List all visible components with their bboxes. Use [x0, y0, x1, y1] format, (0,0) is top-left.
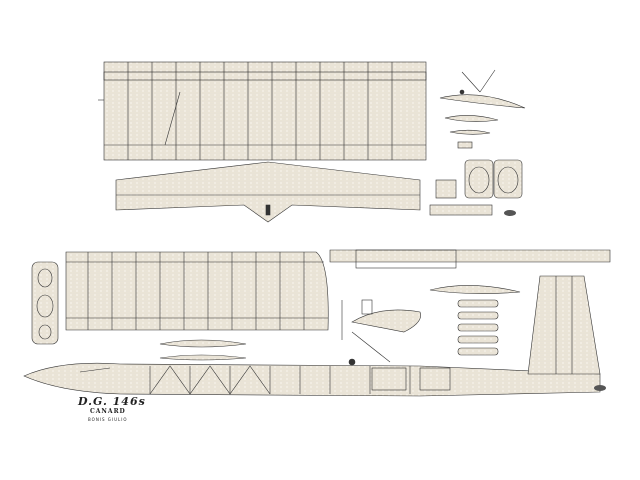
- fuselage-top-view: [329, 249, 611, 269]
- detail-parts-top: [429, 69, 526, 216]
- fuselage-side-view: [23, 358, 601, 397]
- fuselage-former-left: [31, 261, 59, 345]
- plan-author: BONIS GIULIO: [88, 417, 128, 422]
- canard-ribs: [87, 252, 305, 330]
- main-wing-planform: [98, 61, 427, 161]
- plan-subtitle: CANARD: [90, 408, 126, 415]
- plan-title: D.G. 146s: [78, 395, 146, 408]
- plan-stamp: [504, 210, 606, 391]
- engine-pylon: [341, 299, 421, 363]
- wing-front-view: [115, 161, 421, 223]
- vertical-fin: [527, 275, 601, 375]
- canard-planform: [65, 251, 329, 331]
- wing-ribs: [127, 62, 393, 160]
- fuselage-bays: [149, 365, 411, 395]
- airfoil-sections: [159, 285, 521, 361]
